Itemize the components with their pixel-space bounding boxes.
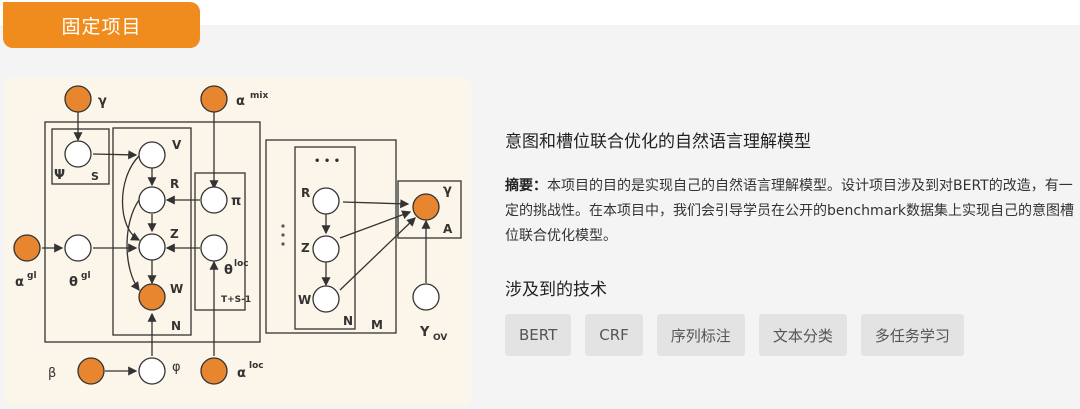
label-z: Z: [170, 227, 179, 241]
node-gamma2: [412, 193, 440, 221]
label-r: R: [170, 177, 179, 191]
node-y: [412, 283, 440, 311]
label-w: W: [170, 282, 183, 296]
label-pi: π: [231, 194, 241, 209]
label-theta-loc: θ: [224, 263, 233, 278]
label-r2: R: [301, 186, 310, 200]
tech-tag-list: BERT CRF 序列标注 文本分类 多任务学习: [505, 314, 964, 356]
node-theta-loc: [200, 234, 228, 262]
label-alpha-loc-sup: loc: [249, 361, 264, 371]
node-pi: [200, 186, 228, 214]
plate-s: [51, 128, 110, 185]
label-v: V: [172, 138, 182, 152]
label-w2: W: [298, 293, 311, 307]
node-w: [138, 283, 166, 311]
label-beta: β: [48, 366, 56, 381]
label-psi: Ψ: [54, 168, 65, 183]
tab-fixed-project[interactable]: 固定项目: [3, 2, 200, 48]
label-n: N: [171, 319, 181, 333]
label-phi: φ: [172, 360, 181, 375]
label-theta-loc-sup: loc: [234, 259, 249, 269]
tag-text-classification[interactable]: 文本分类: [758, 314, 847, 356]
label-y-sub: OV: [433, 333, 447, 343]
node-psi: [64, 140, 92, 168]
abstract-text: 本项目的目的是实现自己的自然语言理解模型。设计项目涉及到对BERT的改造，有一定…: [505, 178, 1075, 244]
node-alpha-loc: [200, 357, 228, 385]
node-phi: [138, 357, 166, 385]
label-alpha-loc: α: [237, 366, 246, 381]
label-gamma: γ: [98, 94, 107, 109]
label-m: M: [371, 318, 383, 332]
label-alpha-mix-sup: mix: [250, 91, 268, 101]
node-theta-gl: [64, 234, 92, 262]
plate-a: [397, 180, 462, 239]
label-gamma2: γ: [443, 183, 452, 198]
label-dots: • • •: [314, 156, 340, 167]
label-alpha-gl-sup: gl: [27, 271, 37, 281]
project-abstract: 摘要：本项目的目的是实现自己的自然语言理解模型。设计项目涉及到对BERT的改造，…: [505, 174, 1075, 249]
label-n2: N: [343, 314, 353, 328]
tech-section-title: 涉及到的技术: [505, 280, 607, 300]
node-r2: [312, 187, 340, 215]
node-r: [138, 186, 166, 214]
label-alpha-gl: α: [15, 275, 24, 290]
label-theta-gl: θ: [69, 275, 78, 290]
label-y: Y: [419, 325, 430, 340]
node-v: [138, 141, 166, 169]
node-beta: [77, 357, 105, 385]
project-title: 意图和槽位联合优化的自然语言理解模型: [505, 132, 811, 152]
label-theta-gl-sup: gl: [81, 271, 91, 281]
tag-crf[interactable]: CRF: [585, 314, 643, 356]
node-alpha-gl: [13, 234, 41, 262]
node-alpha-mix: [200, 85, 228, 113]
plate-ts: [194, 172, 246, 311]
tag-sequence-labeling[interactable]: 序列标注: [656, 314, 745, 356]
node-gamma: [64, 85, 92, 113]
label-ts: T+S-1: [221, 295, 251, 305]
tag-bert[interactable]: BERT: [505, 314, 572, 356]
graphical-model-svg: γ α mix Ψ S V R π Z θ loc T+S-1 α gl θ g…: [13, 85, 462, 385]
node-z2: [312, 235, 340, 263]
model-diagram: γ α mix Ψ S V R π Z θ loc T+S-1 α gl θ g…: [5, 78, 471, 405]
abstract-label: 摘要：: [505, 178, 547, 194]
node-w2: [312, 285, 340, 313]
plate-n2: [294, 146, 356, 330]
label-s: S: [91, 170, 99, 183]
label-a: A: [443, 222, 453, 236]
node-z: [138, 233, 166, 261]
label-z2: Z: [301, 241, 310, 255]
label-alpha-mix: α: [236, 94, 245, 109]
tag-multitask-learning[interactable]: 多任务学习: [860, 314, 964, 356]
